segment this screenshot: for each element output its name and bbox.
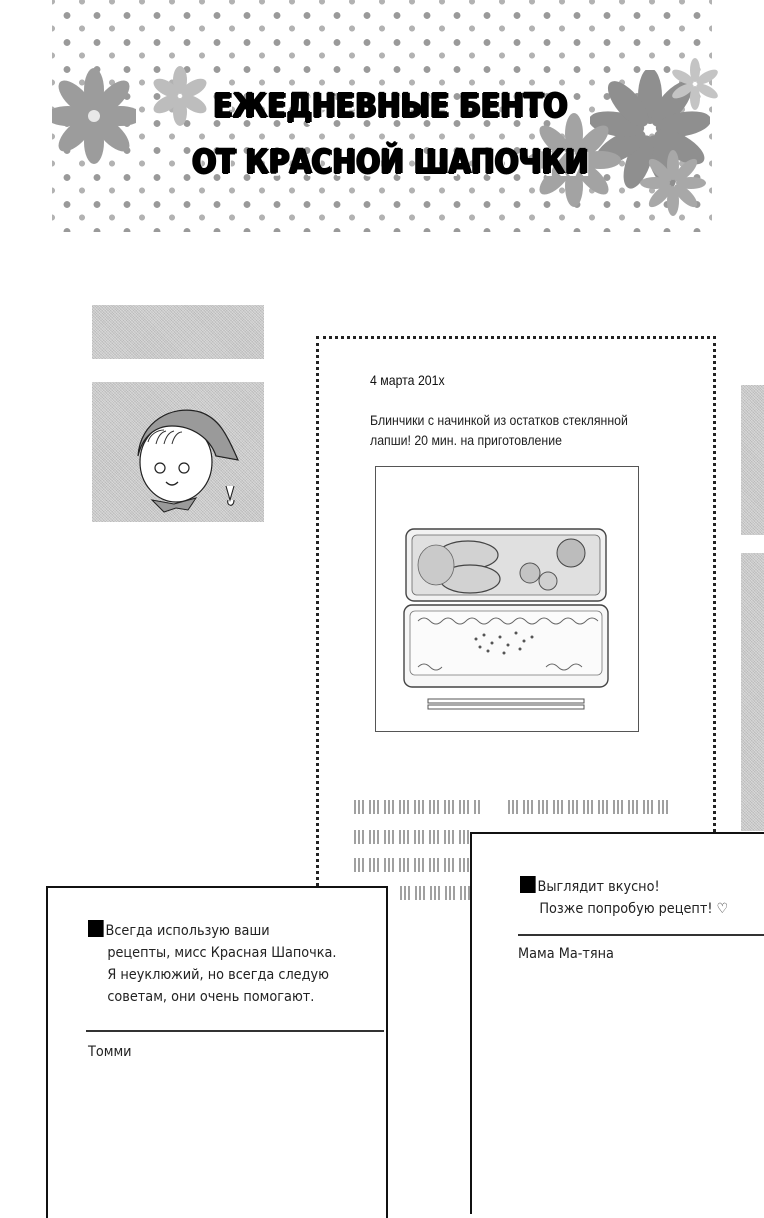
comment-card [46, 886, 388, 1218]
flower-icon [672, 58, 718, 110]
title-line-1: ЕЖЕДНЕВНЫЕ БЕНТО [212, 86, 568, 125]
comment-divider [518, 934, 764, 936]
comment-divider [86, 1030, 384, 1032]
obscured-text [354, 830, 472, 844]
post-date: 4 марта 201х [370, 372, 445, 388]
flower-icon [153, 66, 207, 126]
flower-icon [640, 150, 706, 216]
post-body: Блинчики с начинкой из остатков стеклянн… [370, 410, 669, 450]
comment-line: Всегда использую ваши [105, 923, 270, 939]
comment-line: Позже попробую рецепт! ♡ [539, 901, 729, 917]
comment-body: Всегда использую ваши рецепты, мисс Крас… [88, 920, 337, 1008]
post-text-line: лапши! 20 мин. на приготовление [370, 432, 562, 448]
flower-icon [590, 70, 710, 189]
post-photo[interactable] [375, 466, 639, 732]
flower-icon [527, 113, 621, 207]
girl-with-headscarf-avatar-icon [137, 409, 239, 513]
comment-author[interactable]: Мама Ма-тяна [518, 946, 614, 962]
comment-line: советам, они очень помогают. [107, 989, 315, 1005]
flower-icon [52, 68, 136, 164]
obscured-text [354, 800, 480, 814]
bullet-square-icon [520, 876, 536, 893]
obscured-text [508, 800, 673, 814]
profile-name-placeholder [92, 305, 264, 359]
comment-card [470, 832, 764, 1214]
comment-line: рецепты, мисс Красная Шапочка. [107, 945, 337, 961]
title-line-2: ОТ КРАСНОЙ ШАПОЧКИ [191, 142, 589, 181]
bullet-square-icon [88, 920, 104, 937]
comment-line: Я неуклюжий, но всегда следую [107, 967, 329, 983]
avatar[interactable] [92, 382, 264, 522]
bento-box-illustration-icon [403, 528, 609, 710]
comment-body: Выглядит вкусно! Позже попробую рецепт! … [520, 876, 728, 920]
comment-author[interactable]: Томми [88, 1044, 132, 1060]
page-title: ЕЖЕДНЕВНЫЕ БЕНТО ОТ КРАСНОЙ ШАПОЧКИ [150, 78, 630, 190]
obscured-text [354, 858, 472, 872]
obscured-text [400, 886, 470, 900]
side-panel [741, 553, 764, 831]
comment-line: Выглядит вкусно! [537, 879, 660, 895]
blog-post-card [316, 336, 716, 899]
side-panel [741, 385, 764, 535]
post-text-line: Блинчики с начинкой из остатков стеклянн… [370, 412, 628, 428]
